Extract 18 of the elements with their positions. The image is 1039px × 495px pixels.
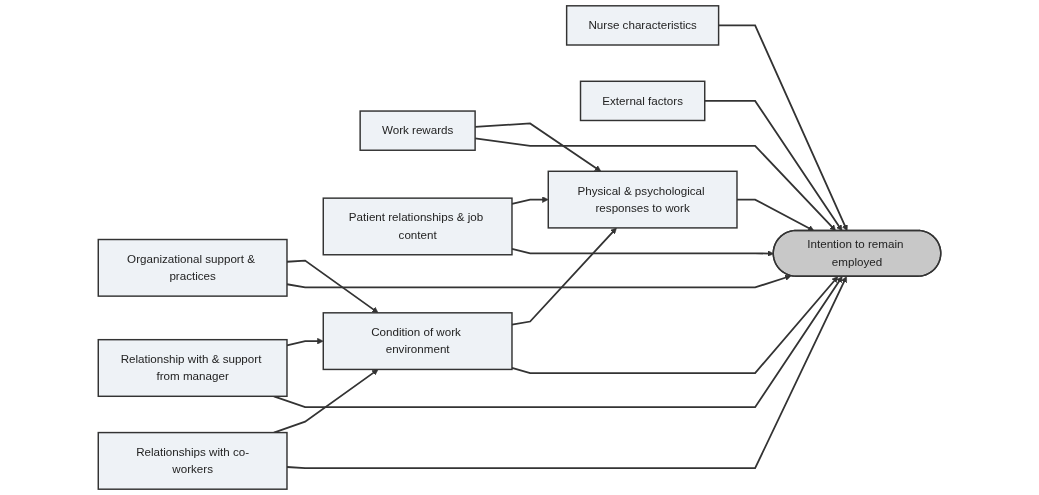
arrow — [511, 276, 839, 374]
node-box: Physical & psychological responses to work — [547, 170, 738, 229]
node-box: Relationships with co-workers — [97, 431, 288, 490]
arrow — [511, 227, 617, 326]
arrow — [286, 276, 847, 470]
arrow — [511, 196, 549, 205]
arrow — [511, 248, 774, 257]
node-box: Work rewards — [359, 110, 476, 151]
node-box: Organizational support & practices — [97, 238, 288, 297]
node-box: External factors — [579, 80, 706, 122]
node-box: Condition of work environment — [322, 312, 513, 371]
arrow — [286, 337, 324, 347]
node-box: Nurse characteristics — [565, 5, 720, 46]
arrow — [286, 259, 379, 314]
node-box: Patient relationships & job content — [322, 197, 513, 256]
node-box: Relationship with & support from manager — [97, 338, 288, 397]
arrow — [736, 198, 815, 232]
arrow — [286, 274, 792, 289]
